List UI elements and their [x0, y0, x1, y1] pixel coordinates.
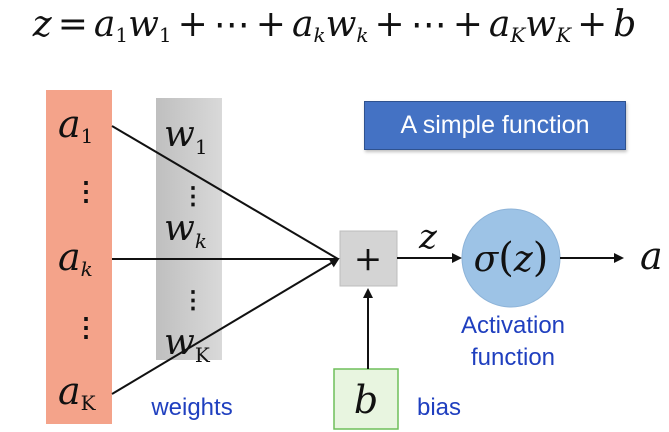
formula-a1-sub: 1 — [115, 23, 129, 47]
formula-aK: a — [488, 4, 511, 45]
input-a1: a1 — [58, 102, 93, 148]
bias-symbol: b — [354, 378, 378, 422]
weight-wk: wk — [164, 208, 207, 253]
weights-column — [156, 98, 222, 360]
formula-plus-3: + — [374, 4, 405, 45]
title-badge: A simple function — [364, 101, 626, 150]
formula-aK-sub: K — [510, 23, 526, 47]
formula-w1-sub: 1 — [158, 23, 172, 47]
formula-ak-sub: k — [313, 23, 326, 47]
formula-ak: a — [291, 4, 314, 45]
weight-vdots-1: ⋮ — [181, 181, 205, 210]
formula-wK-sub: K — [556, 23, 572, 47]
output-a: a — [640, 234, 663, 278]
activation-label-line1: Activation — [460, 312, 566, 339]
input-ak: ak — [58, 235, 93, 281]
formula-wk: w — [325, 4, 357, 45]
formula-dots-2: ⋯ — [410, 4, 447, 45]
input-vdots-1: ⋮ — [73, 177, 99, 207]
sum-node — [339, 230, 398, 287]
formula: z=a1w1+⋯+akwk+⋯+aKwK+b — [0, 4, 669, 47]
edge-aK-sum — [111, 257, 340, 395]
bias-box — [333, 368, 399, 430]
inputs-column — [46, 90, 112, 424]
activation-label-line2: function — [470, 344, 556, 371]
formula-z: z — [32, 4, 52, 45]
weight-w1: w1 — [164, 114, 208, 159]
formula-a1: a — [93, 4, 116, 45]
sum-node-plus: + — [354, 239, 383, 279]
weight-vdots-2: ⋮ — [181, 285, 205, 314]
formula-wK: w — [525, 4, 557, 45]
formula-plus-2: + — [255, 4, 286, 45]
formula-plus-5: + — [577, 4, 608, 45]
z-label: z — [418, 217, 438, 257]
input-vdots-2: ⋮ — [73, 313, 99, 343]
formula-plus-1: + — [177, 4, 208, 45]
weight-wK: wK — [164, 322, 211, 367]
input-aK: aK — [58, 369, 97, 415]
weights-label: weights — [151, 394, 233, 421]
formula-wk-sub: k — [356, 23, 369, 47]
activation-expression: σ(z) — [474, 235, 549, 281]
formula-b: b — [613, 4, 637, 45]
bias-label: bias — [416, 394, 462, 421]
formula-plus-4: + — [452, 4, 483, 45]
formula-w1: w — [128, 4, 159, 45]
edge-a1-sum — [111, 125, 339, 260]
formula-equals: = — [57, 4, 88, 45]
formula-dots-1: ⋯ — [213, 4, 250, 45]
